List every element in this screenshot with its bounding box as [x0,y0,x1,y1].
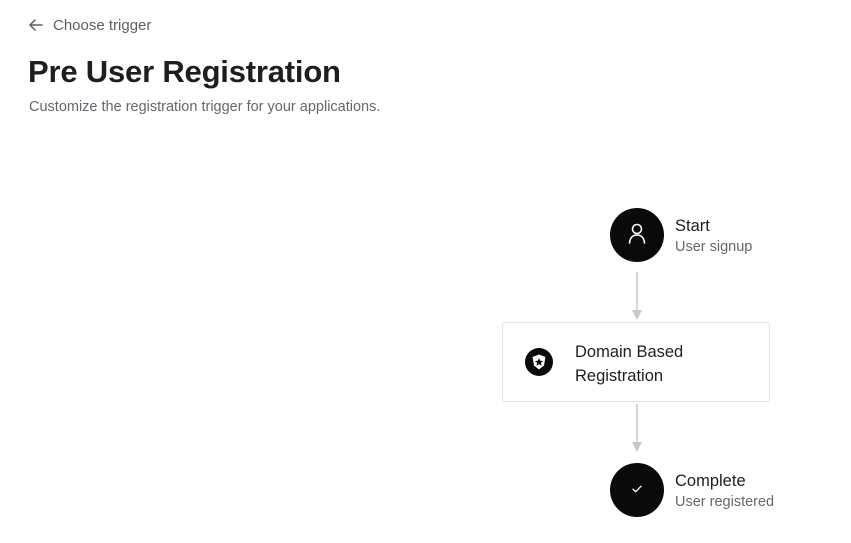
back-link-label: Choose trigger [53,16,152,34]
complete-node-subtitle: User registered [675,493,775,510]
page-subtitle: Customize the registration trigger for y… [29,99,381,115]
action-label: Domain Based Registration [575,343,684,385]
complete-node [610,463,664,517]
page-title: Pre User Registration [28,54,341,89]
back-link[interactable]: Choose trigger [29,14,151,36]
arrow-left-icon [29,19,43,31]
start-node-subtitle: User signup [675,238,753,255]
connector-arrow [632,272,642,320]
checkmark-icon [631,481,643,499]
start-node [610,208,664,262]
connector-arrow [632,404,642,452]
start-node-title: Start [675,217,710,235]
complete-node-text: Complete User registered [675,473,774,509]
start-node-text: Start User signup [675,218,752,254]
complete-node-title: Complete [675,472,746,490]
action-card[interactable]: Domain Based Registration [502,322,770,402]
auth0-shield-icon [525,348,553,376]
user-icon [627,222,647,249]
